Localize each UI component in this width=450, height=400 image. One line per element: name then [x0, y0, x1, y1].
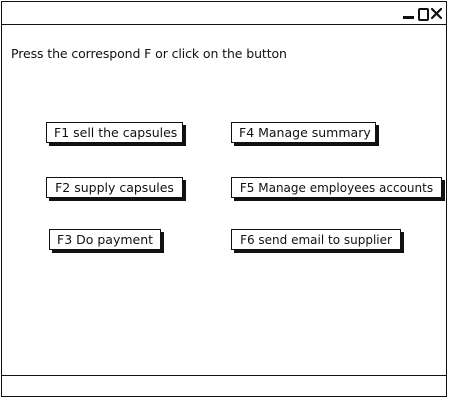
sell-capsules-button[interactable]: F1 sell the capsules [46, 122, 183, 143]
status-bar [2, 375, 446, 396]
title-bar [2, 2, 446, 25]
supply-capsules-button[interactable]: F2 supply capsules [46, 177, 183, 198]
minimize-icon[interactable] [403, 7, 414, 20]
window-controls [403, 4, 442, 22]
send-email-to-supplier-button[interactable]: F6 send email to supplier [231, 229, 401, 250]
close-icon[interactable] [431, 7, 442, 20]
do-payment-button[interactable]: F3 Do payment [49, 229, 161, 250]
instruction-text: Press the correspond F or click on the b… [11, 46, 287, 61]
maximize-icon[interactable] [417, 7, 429, 21]
manage-employees-accounts-button[interactable]: F5 Manage employees accounts [231, 177, 442, 198]
manage-summary-button[interactable]: F4 Manage summary [231, 122, 376, 143]
